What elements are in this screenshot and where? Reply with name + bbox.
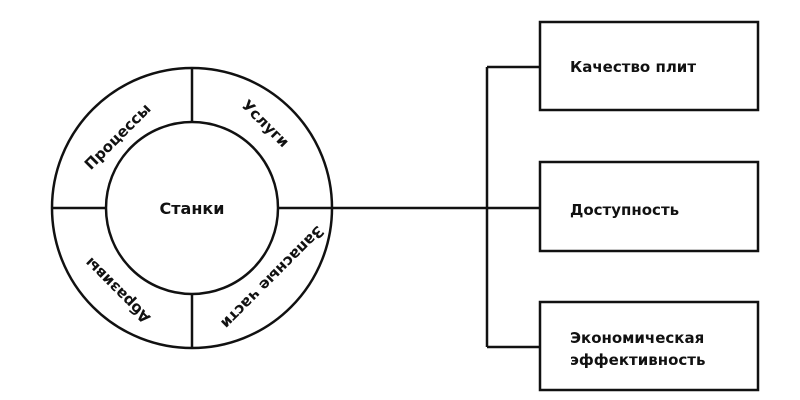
box-quality-label: Качество плит bbox=[570, 58, 696, 76]
box-efficiency: Экономическая эффективность bbox=[538, 300, 760, 392]
box-efficiency-line-2: эффективность bbox=[570, 351, 705, 369]
box-availability: Доступность bbox=[538, 160, 760, 253]
box-quality-line-1: Качество плит bbox=[570, 58, 696, 76]
center-label: Станки bbox=[160, 199, 225, 218]
box-availability-line-1: Доступность bbox=[570, 201, 679, 219]
box-quality: Качество плит bbox=[538, 20, 760, 112]
ring-diagram: Станки Процессы Услуги Запасные части Аб… bbox=[50, 66, 334, 350]
box-efficiency-frame bbox=[538, 300, 760, 392]
box-availability-label: Доступность bbox=[570, 201, 679, 219]
connectors bbox=[332, 65, 540, 349]
box-efficiency-label: Экономическая эффективность bbox=[570, 329, 709, 369]
box-quality-frame bbox=[538, 20, 760, 112]
box-efficiency-line-1: Экономическая bbox=[570, 329, 704, 347]
box-availability-frame bbox=[538, 160, 760, 253]
